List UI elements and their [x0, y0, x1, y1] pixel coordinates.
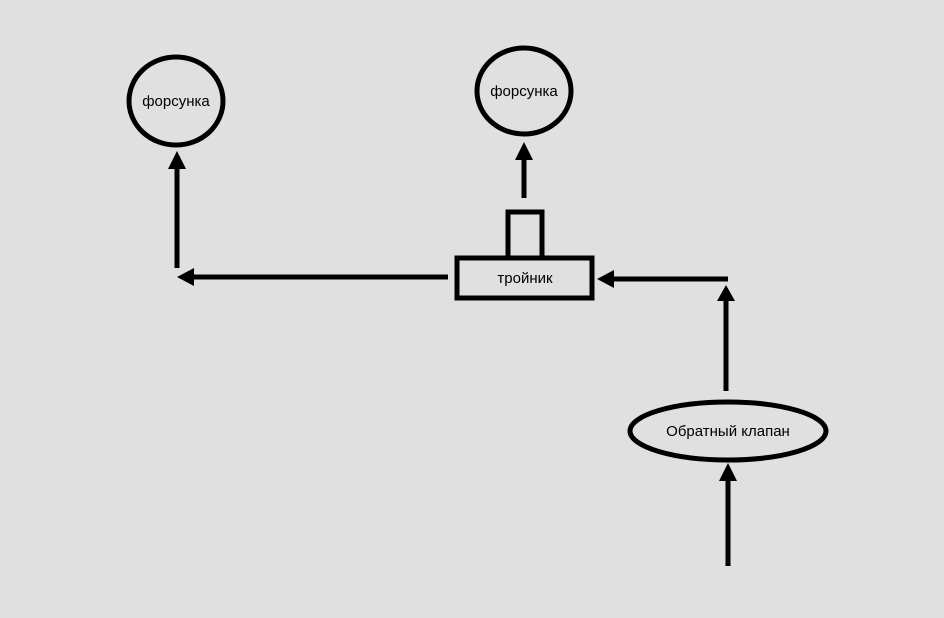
tee-body [454, 255, 595, 301]
arrow-head-up [168, 151, 186, 169]
nozzle-left-circle [126, 54, 226, 148]
arrow-head-left [597, 270, 614, 288]
nozzle-top-node: форсунка [474, 45, 574, 137]
edge-inlet-to-check-valve [719, 463, 737, 566]
nozzle-top-circle [474, 45, 574, 137]
check-valve-label: Обратный клапан [666, 423, 790, 440]
nozzle-left-node: форсунка [126, 54, 226, 148]
arrow-head-up [717, 285, 735, 301]
tee-label: тройник [497, 270, 553, 287]
nozzle-left-label: форсунка [142, 93, 210, 110]
edge-check-valve-to-tee [597, 270, 735, 391]
arrow-head [719, 463, 737, 481]
edge-tee-to-nozzle-top [515, 142, 533, 198]
check-valve-node: Обратный клапан [627, 399, 829, 463]
tee-node: тройник [454, 209, 595, 301]
tee-stub [505, 209, 545, 261]
arrow-head [515, 142, 533, 160]
check-valve-ellipse [627, 399, 829, 463]
nozzle-top-label: форсунка [490, 83, 558, 100]
edge-tee-to-nozzle-left [168, 151, 448, 286]
arrow-head-left [177, 268, 194, 286]
